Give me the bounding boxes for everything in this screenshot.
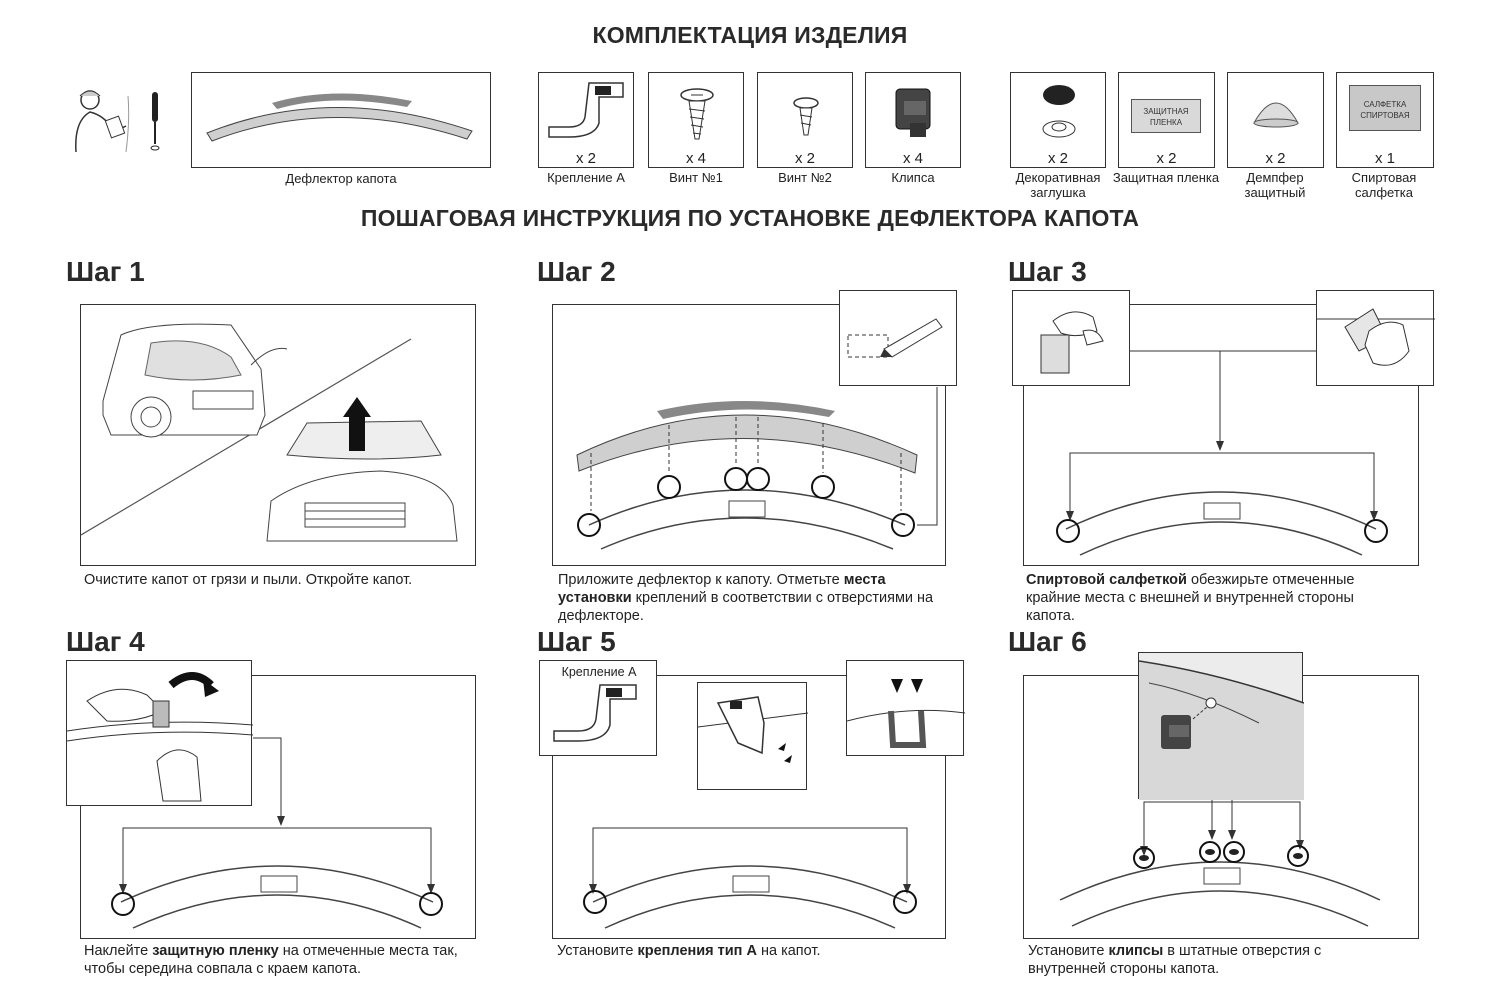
screw-1-box: x 4 (648, 72, 744, 168)
step-3-wipe-apply-inset (1316, 290, 1435, 386)
decorative-cap-qty: x 2 (1047, 150, 1068, 167)
step-6-text-bold: клипсы (1108, 943, 1164, 959)
protective-film-label: ЗАЩИТНАЯ ПЛЕНКА (1131, 99, 1201, 133)
step-4-text-bold: защитную пленку (152, 943, 279, 959)
alcohol-wipe-caption: Спиртовая салфетка (1351, 170, 1417, 200)
step-6-text: Установите клипсы в штатные отверстия с … (1028, 942, 1388, 978)
step-2-text-bold: места установки (558, 572, 886, 606)
step-6-title: Шаг 6 (1008, 626, 1087, 657)
protective-film-box: ЗАЩИТНАЯ ПЛЕНКА x 2 (1118, 72, 1215, 168)
screw-2-caption: Винт №2 (778, 170, 832, 185)
clip-caption: Клипса (891, 170, 935, 185)
bracket-a-caption: Крепление А (547, 170, 625, 185)
clip-box: x 4 (865, 72, 961, 168)
alcohol-wipe-label: САЛФЕТКА СПИРТОВАЯ (1349, 85, 1421, 131)
protective-film-qty: x 2 (1156, 150, 1177, 167)
screw-1-caption: Винт №1 (669, 170, 723, 185)
instructions-title: ПОШАГОВАЯ ИНСТРУКЦИЯ ПО УСТАНОВКЕ ДЕФЛЕК… (360, 205, 1140, 231)
step-4-film-inset (66, 660, 253, 806)
step-1-title: Шаг 1 (66, 256, 145, 287)
screw-2-box: x 2 (757, 72, 853, 168)
step-2-text-post: креплений в соответствии с отверстиями н… (558, 590, 934, 624)
step-5-text: Установите крепления тип А на капот. (557, 942, 937, 960)
decorative-cap-caption: Декоративная заглушка (1015, 170, 1101, 200)
step-4-text: Наклейте защитную пленку на отмеченные м… (84, 942, 474, 978)
step-1-illustration (80, 304, 476, 566)
step-2-marker-inset (839, 290, 957, 386)
step-4-title: Шаг 4 (66, 626, 145, 657)
alcohol-wipe-box: САЛФЕТКА СПИРТОВАЯ x 1 (1336, 72, 1434, 168)
step-4-text-post: на отмеченные места так, чтобы середина … (84, 943, 458, 977)
step-5-inset-label: Крепление А (561, 665, 637, 679)
deflector-caption: Дефлектор капота (285, 171, 397, 186)
damper-caption: Демпфер защитный (1244, 170, 1306, 200)
step-6-illustration (1023, 675, 1419, 939)
step-6-clip-inset (1138, 652, 1304, 800)
clip-qty: x 4 (902, 150, 923, 167)
step-2-title: Шаг 2 (537, 256, 616, 287)
bracket-a-qty: x 2 (575, 150, 596, 167)
step-3-text-post: обезжирьте отмеченные крайние места с вн… (1026, 572, 1355, 624)
step-4-text-pre: Наклейте (84, 943, 153, 959)
kit-title: КОМПЛЕКТАЦИЯ ИЗДЕЛИЯ (592, 22, 908, 48)
step-3-title: Шаг 3 (1008, 256, 1087, 287)
step-5-text-bold: крепления тип А (637, 943, 757, 959)
step-6-text-post: в штатные отверстия с внутренней стороны… (1028, 943, 1322, 977)
step-5-text-post: на капот. (756, 943, 821, 959)
step-3-wipe-open-inset (1012, 290, 1130, 386)
damper-qty: x 2 (1265, 150, 1286, 167)
step-2-text-pre: Приложите дефлектор к капоту. Отметьте (558, 572, 844, 588)
damper-box: x 2 (1227, 72, 1324, 168)
step-2-text: Приложите дефлектор к капоту. Отметьте м… (558, 571, 938, 625)
deflector-kit-box (191, 72, 491, 168)
alcohol-wipe-qty: x 1 (1374, 150, 1395, 167)
step-5-text-pre: Установите (557, 943, 638, 959)
step-5-install-inset (697, 682, 808, 790)
step-5-title: Шаг 5 (537, 626, 616, 657)
step-6-text-pre: Установите (1028, 943, 1109, 959)
mechanic-with-screwdriver-icon (68, 86, 178, 156)
decorative-cap-box: x 2 (1010, 72, 1106, 168)
step-3-text: Спиртовой салфеткой обезжирьте отмеченны… (1026, 571, 1386, 625)
screw-2-qty: x 2 (794, 150, 815, 167)
bracket-a-box: x 2 (538, 72, 634, 168)
step-5-bracket-inset: Крепление А (539, 660, 657, 756)
step-1-text: Очистите капот от грязи и пыли. Откройте… (84, 572, 413, 588)
step-5-screw-inset (846, 660, 965, 756)
screw-1-qty: x 4 (685, 150, 706, 167)
step-3-text-bold: Спиртовой салфеткой (1026, 572, 1187, 588)
protective-film-caption: Защитная пленка (1112, 170, 1220, 185)
